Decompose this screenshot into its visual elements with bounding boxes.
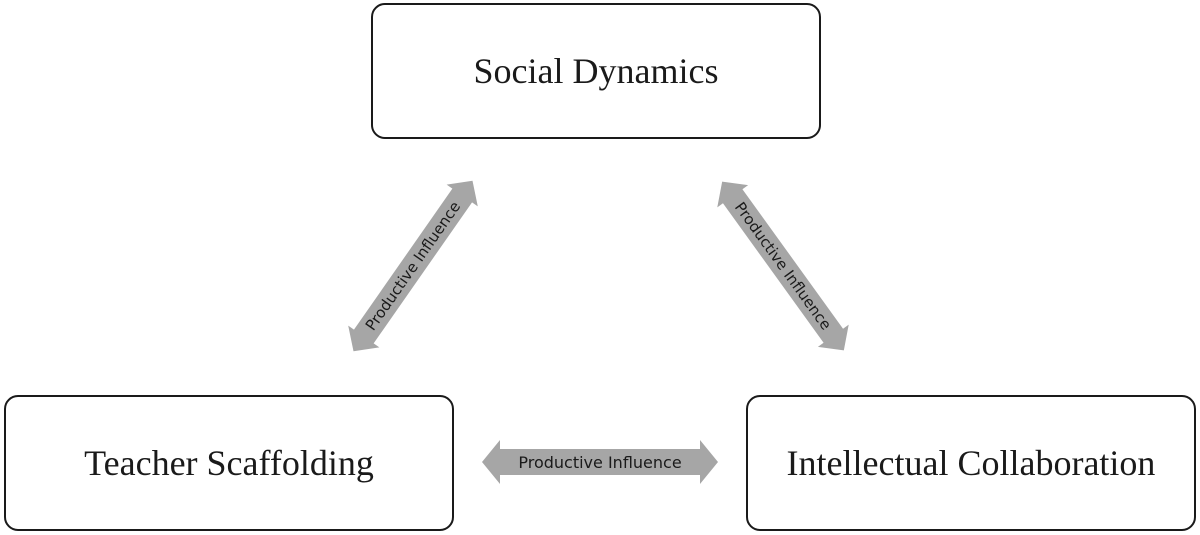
edge-label: Productive Influence [362,198,464,334]
edge-social-intellectual: Productive Influence [717,181,849,351]
edge-teacher-intellectual: Productive Influence [482,440,718,484]
node-intellectual-collaboration: Intellectual Collaboration [746,395,1196,531]
node-label: Intellectual Collaboration [786,443,1156,483]
edge-label: Productive Influence [518,453,681,472]
edge-label: Productive Influence [731,199,835,334]
double-arrow-icon [348,180,478,352]
node-label: Social Dynamics [473,51,719,91]
node-label: Teacher Scaffolding [84,443,374,483]
node-social-dynamics: Social Dynamics [371,3,821,139]
node-teacher-scaffolding: Teacher Scaffolding [4,395,454,531]
double-arrow-icon [482,440,718,484]
double-arrow-icon [717,181,849,351]
edge-teacher-social: Productive Influence [348,180,478,352]
